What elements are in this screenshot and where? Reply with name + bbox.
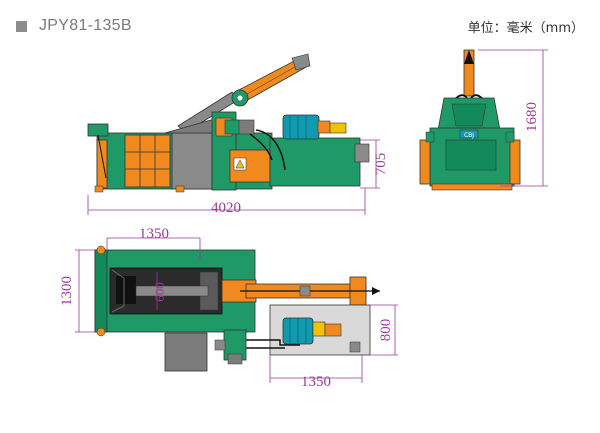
- front-dimension-lines: [478, 49, 548, 187]
- top-feed-box: [164, 332, 208, 372]
- model-title: JPY81-135B: [39, 17, 132, 34]
- front-left-cylinder: [419, 139, 431, 185]
- front-control-panel: [459, 129, 479, 139]
- side-length-dimension: 4020: [211, 200, 241, 216]
- unit-width-dimension: 1350: [301, 374, 331, 390]
- side-feed-box: [171, 132, 213, 190]
- top-view: 600: [59, 226, 398, 390]
- top-motor: [282, 317, 342, 345]
- side-lift-arm: [177, 53, 311, 133]
- model-header: JPY81-135B: [16, 17, 132, 35]
- side-motor: [282, 114, 347, 140]
- front-right-cylinder: [509, 139, 521, 185]
- front-height-dimension: 1680: [524, 102, 540, 132]
- side-height-dimension: 705: [373, 153, 389, 176]
- front-control-label: CBJ: [464, 132, 474, 139]
- top-chamber-dimension: 600: [152, 282, 167, 302]
- unit-depth-dimension: 800: [378, 319, 394, 342]
- front-view: CBJ 1680: [419, 49, 548, 191]
- side-left-door: [96, 139, 108, 189]
- title-square-icon: [16, 20, 27, 32]
- side-view: 4020 705: [87, 53, 389, 216]
- side-dimension-lines: [87, 139, 380, 215]
- top-width-dimension: 1300: [59, 276, 75, 306]
- top-dimension-lines: [75, 237, 398, 383]
- top-offset-dimension: 1350: [139, 226, 169, 242]
- unit-label: 单位：毫米（mm）: [467, 21, 584, 36]
- side-bale-grid: [124, 134, 171, 188]
